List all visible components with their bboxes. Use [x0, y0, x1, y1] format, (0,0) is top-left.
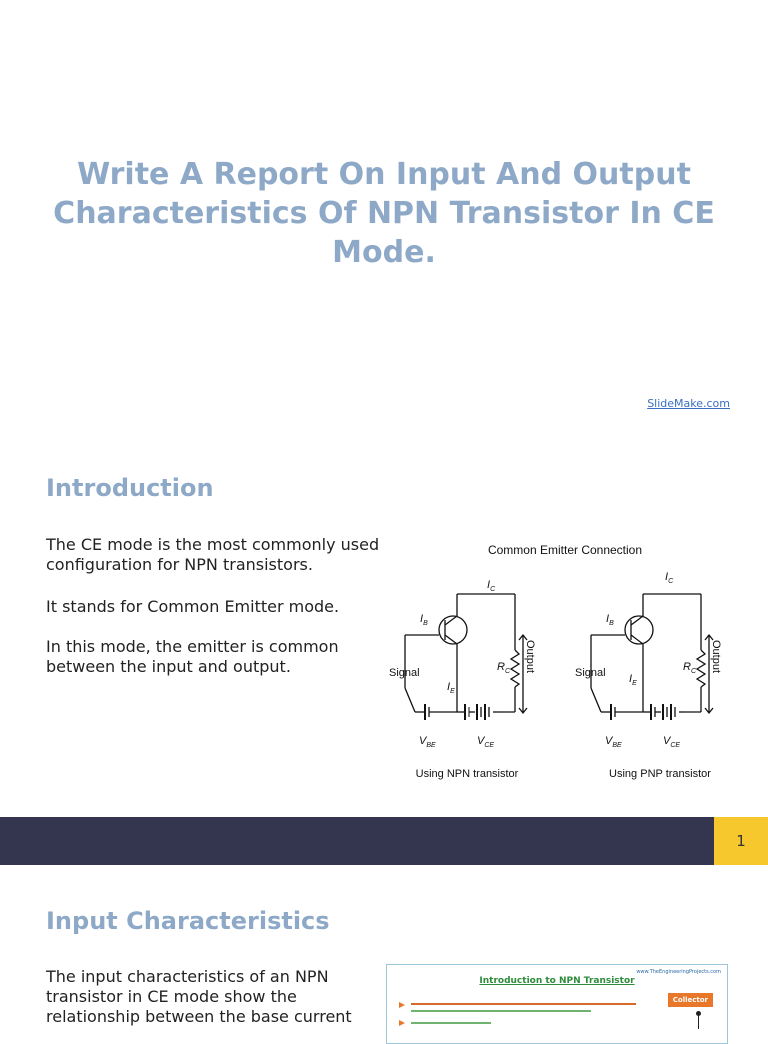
thumbnail-arrow-icon — [399, 1002, 405, 1008]
pnp-caption: Using PNP transistor — [609, 768, 711, 780]
pnp-ic-label: IC — [665, 571, 674, 585]
intro-paragraph-3: In this mode, the emitter is common betw… — [46, 637, 339, 676]
npn-ib-label: IB — [420, 613, 428, 627]
pnp-rc-label: RC — [683, 661, 697, 675]
source-link[interactable]: SlideMake.com — [647, 397, 730, 410]
thumbnail-text-line — [411, 1003, 636, 1005]
page-number: 1 — [736, 832, 746, 850]
npn-rc-label: RC — [497, 661, 511, 675]
thumbnail-title: Introduction to NPN Transistor — [479, 976, 635, 986]
npn-vbe-label: VBE — [419, 735, 436, 749]
introduction-heading: Introduction — [46, 474, 214, 502]
thumbnail-text-line — [411, 1022, 491, 1024]
npn-circuit — [404, 593, 528, 720]
common-emitter-diagram: Common Emitter Connection Signal IB — [389, 543, 722, 780]
pnp-circuit — [590, 593, 714, 720]
pnp-output-label: Output — [710, 640, 722, 673]
pnp-ib-label: IB — [606, 613, 614, 627]
pnp-ie-label: IE — [629, 673, 637, 687]
footer-bar — [0, 817, 714, 865]
input-characteristics-paragraph: The input characteristics of an NPN tran… — [46, 967, 352, 1026]
thumbnail-text-line — [411, 1010, 591, 1012]
npn-output-label: Output — [524, 640, 536, 673]
npn-signal-label: Signal — [389, 667, 420, 679]
diagram-title: Common Emitter Connection — [488, 543, 642, 557]
npn-vce-label: VCE — [477, 735, 494, 749]
slide-title: Write A Report On Input And Output Chara… — [53, 157, 715, 270]
input-characteristics-heading: Input Characteristics — [46, 907, 330, 935]
npn-intro-thumbnail: www.TheEngineeringProjects.com Introduct… — [386, 964, 728, 1044]
page-number-box: 1 — [714, 817, 768, 865]
npn-ic-label: IC — [487, 579, 496, 593]
thumbnail-arrow-icon — [399, 1020, 405, 1026]
thumbnail-site: www.TheEngineeringProjects.com — [636, 969, 721, 975]
intro-paragraph-1: The CE mode is the most commonly used co… — [46, 535, 380, 574]
pnp-vce-label: VCE — [663, 735, 680, 749]
pnp-vbe-label: VBE — [605, 735, 622, 749]
thumbnail-terminal-lead — [698, 1015, 699, 1029]
pnp-signal-label: Signal — [575, 667, 606, 679]
thumbnail-collector-badge: Collector — [667, 993, 713, 1007]
npn-caption: Using NPN transistor — [416, 768, 519, 780]
intro-paragraph-2: It stands for Common Emitter mode. — [46, 597, 340, 616]
npn-ie-label: IE — [447, 681, 455, 695]
thumbnail-terminal-dot — [696, 1011, 701, 1016]
